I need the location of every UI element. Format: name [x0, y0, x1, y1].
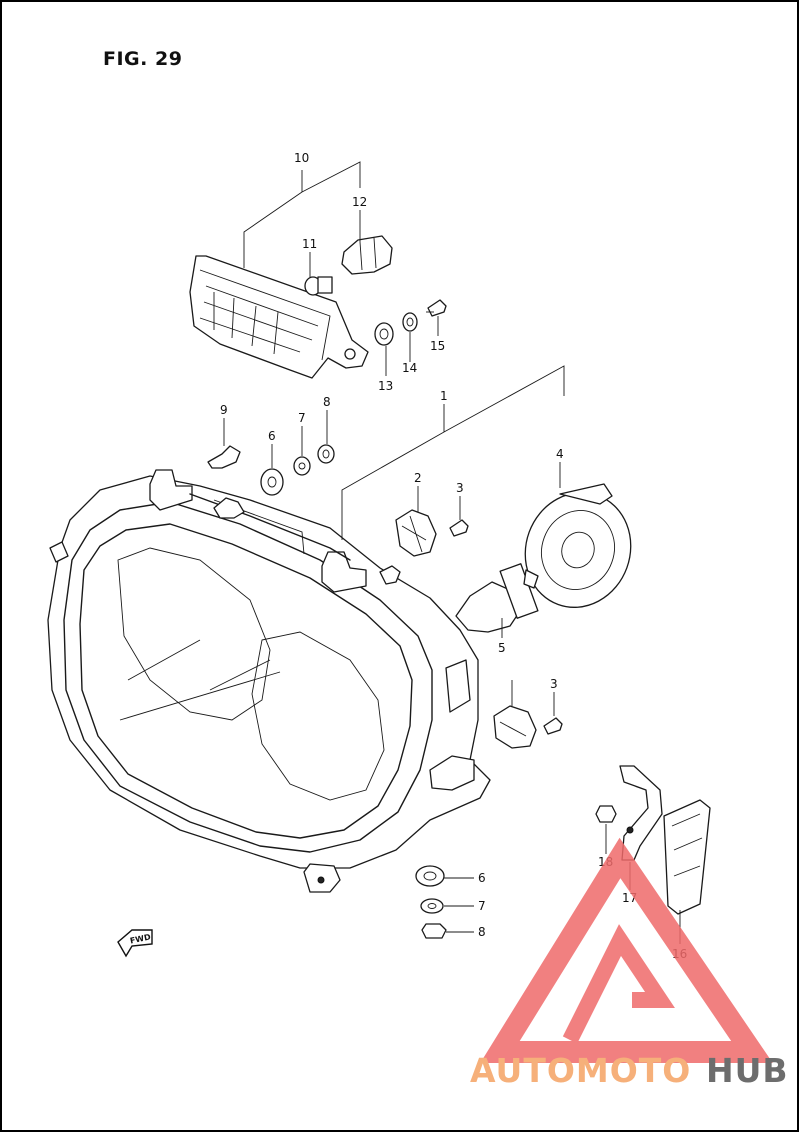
grommet-6-lower	[415, 865, 445, 887]
callout-5: 5	[498, 641, 506, 655]
fwd-arrow: FWD	[117, 929, 153, 958]
headlight-bulb-5	[455, 563, 539, 633]
callout-1: 1	[440, 389, 448, 403]
reflector-16	[663, 799, 711, 915]
callout-11: 11	[302, 237, 317, 251]
callout-8a: 8	[323, 395, 331, 409]
bracket-17	[619, 765, 663, 861]
washer-7-upper	[293, 456, 311, 476]
callout-7a: 7	[298, 411, 306, 425]
callout-14: 14	[402, 361, 417, 375]
fwd-label: FWD	[129, 932, 152, 945]
screw-3-lower	[543, 717, 563, 735]
grommet-6-upper	[260, 468, 284, 496]
callout-6a: 6	[268, 429, 276, 443]
nut-8-lower	[421, 923, 447, 939]
callout-6b: 6	[478, 871, 486, 885]
callout-15: 15	[430, 339, 445, 353]
screw-15	[426, 299, 447, 317]
front-lamp-assembly	[189, 255, 369, 379]
callout-3a: 3	[456, 481, 464, 495]
callout-3b: 3	[550, 677, 558, 691]
bulb-retainer-lower	[493, 705, 537, 749]
callout-13: 13	[378, 379, 393, 393]
watermark-text-hub: HUB	[706, 1051, 789, 1090]
headlight-housing	[47, 469, 491, 893]
bulb-11	[304, 276, 333, 296]
grommet-13	[374, 322, 394, 346]
washer-14	[402, 312, 418, 332]
watermark-text: AUTOMOTO HUB	[470, 1051, 789, 1090]
callout-4: 4	[556, 447, 564, 461]
callout-8b: 8	[478, 925, 486, 939]
callout-9: 9	[220, 403, 228, 417]
callout-12: 12	[352, 195, 367, 209]
screw-3-upper	[449, 519, 469, 537]
bolt-9	[207, 445, 241, 469]
nut-18	[595, 805, 617, 823]
figure-title: FIG. 29	[103, 48, 183, 70]
washer-7-lower	[420, 898, 444, 914]
watermark-text-automoto: AUTOMOTO	[470, 1051, 691, 1090]
callout-7b: 7	[478, 899, 486, 913]
socket-12	[341, 235, 393, 275]
leader-lines	[223, 161, 681, 944]
callout-10: 10	[294, 151, 309, 165]
watermark-logo	[480, 837, 773, 1063]
nut-8-upper	[317, 444, 335, 464]
bulb-retainer-2	[395, 509, 437, 557]
callout-2: 2	[414, 471, 422, 485]
dust-cover-4	[524, 483, 632, 608]
